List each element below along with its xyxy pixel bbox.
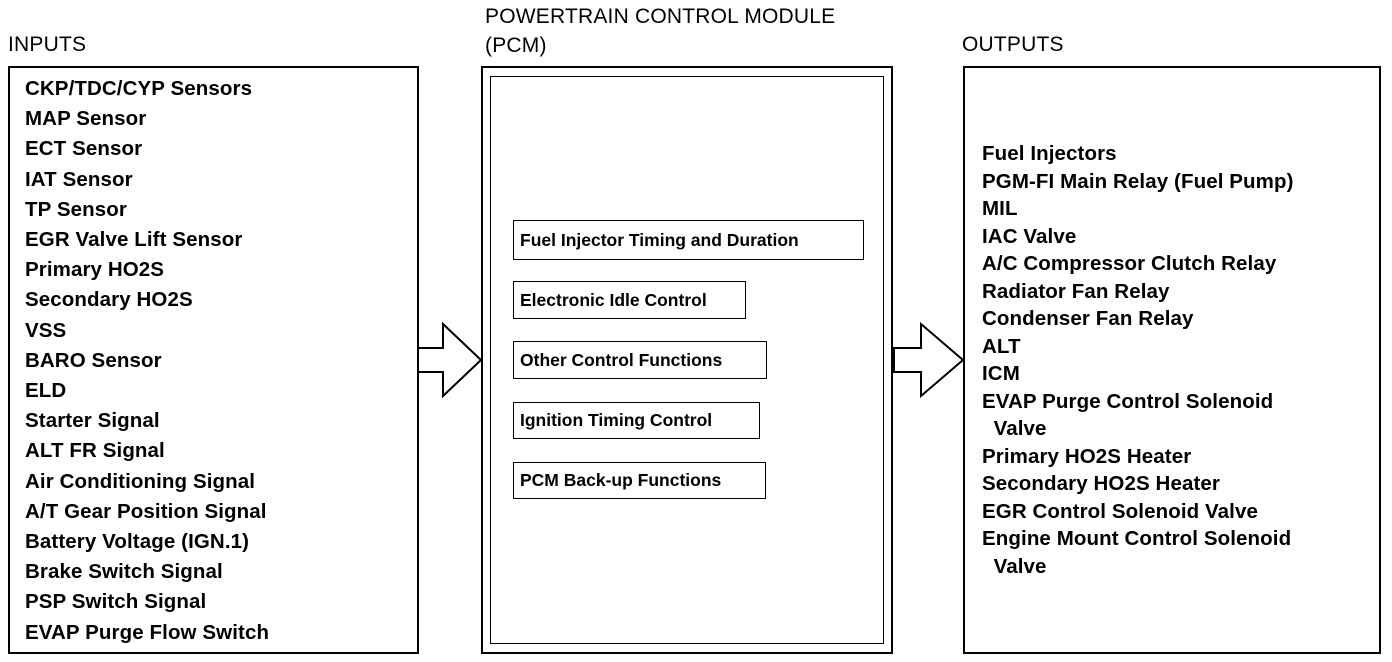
output-item: MIL xyxy=(982,197,1018,220)
outputs-box xyxy=(963,66,1381,654)
inputs-header: INPUTS xyxy=(8,33,87,56)
output-item: A/C Compressor Clutch Relay xyxy=(982,252,1277,275)
arrow-right-icon xyxy=(417,321,483,399)
input-item: Starter Signal xyxy=(25,409,160,433)
output-item: Radiator Fan Relay xyxy=(982,279,1170,303)
input-item: PSP Switch Signal xyxy=(25,590,207,614)
output-item: Primary HO2S Heater xyxy=(982,444,1192,468)
pcm-box-inner xyxy=(490,76,884,644)
input-item: ELD xyxy=(25,379,67,403)
arrow-right-icon xyxy=(893,321,965,399)
pcm-function-box: Fuel Injector Timing and Duration xyxy=(513,220,864,260)
input-item: MAP Sensor xyxy=(25,107,147,131)
output-item: Valve xyxy=(982,554,1047,578)
output-item: Engine Mount Control Solenoid xyxy=(982,527,1292,550)
output-item: IAC Valve xyxy=(982,224,1077,248)
input-item: Primary HO2S xyxy=(25,258,165,282)
input-item: EGR Valve Lift Sensor xyxy=(25,228,243,252)
input-item: IAT Sensor xyxy=(25,167,133,191)
pcm-function-box: PCM Back-up Functions xyxy=(513,462,766,499)
inputs-list: CKP/TDC/CYP Sensors MAP Sensor ECT Senso… xyxy=(25,74,269,648)
input-item: BARO Sensor xyxy=(25,348,162,372)
output-item: PGM-FI Main Relay (Fuel Pump) xyxy=(982,169,1294,193)
input-item: Air Conditioning Signal xyxy=(25,469,256,493)
pcm-box-outer xyxy=(481,66,893,654)
output-item: EVAP Purge Control Solenoid xyxy=(982,389,1274,413)
input-item: Battery Voltage (IGN.1) xyxy=(25,530,250,554)
pcm-function-box: Other Control Functions xyxy=(513,341,767,379)
output-item: Valve xyxy=(982,417,1047,440)
input-item: Secondary HO2S xyxy=(25,288,193,312)
output-item: Condenser Fan Relay xyxy=(982,307,1194,330)
pcm-function-box: Electronic Idle Control xyxy=(513,281,746,319)
input-item: ALT FR Signal xyxy=(25,439,165,463)
pcm-function-box: Ignition Timing Control xyxy=(513,402,760,439)
input-item: Brake Switch Signal xyxy=(25,560,223,584)
input-item: VSS xyxy=(25,318,67,342)
input-item: TP Sensor xyxy=(25,197,127,221)
input-item: ECT Sensor xyxy=(25,137,143,161)
output-item: ALT xyxy=(982,334,1021,358)
output-item: Secondary HO2S Heater xyxy=(982,472,1220,495)
outputs-list: Fuel Injectors PGM-FI Main Relay (Fuel P… xyxy=(982,140,1294,580)
input-item: EVAP Purge Flow Switch xyxy=(25,620,270,644)
output-item: ICM xyxy=(982,362,1020,385)
pcm-header-line2: (PCM) xyxy=(485,34,547,57)
outputs-header: OUTPUTS xyxy=(962,33,1064,56)
input-item: A/T Gear Position Signal xyxy=(25,499,267,523)
output-item: EGR Control Solenoid Valve xyxy=(982,499,1258,523)
pcm-header-line1: POWERTRAIN CONTROL MODULE xyxy=(485,5,836,28)
output-item: Fuel Injectors xyxy=(982,142,1117,165)
input-item: CKP/TDC/CYP Sensors xyxy=(25,77,253,100)
